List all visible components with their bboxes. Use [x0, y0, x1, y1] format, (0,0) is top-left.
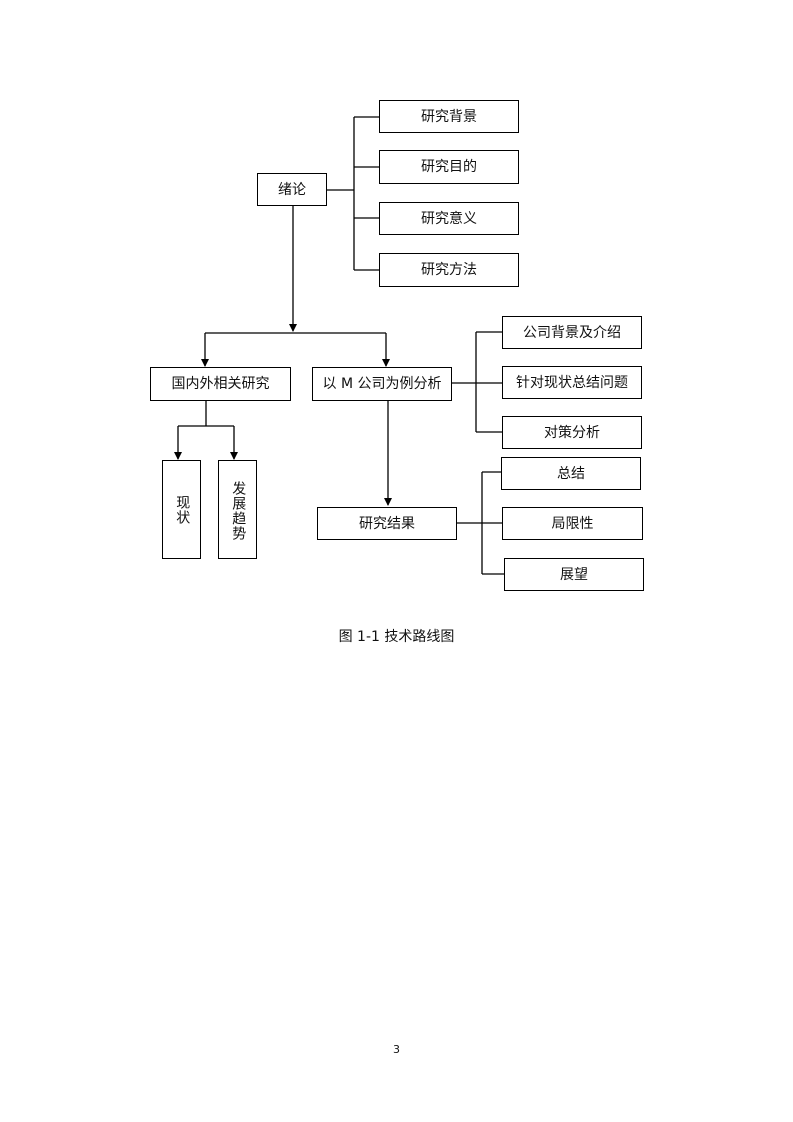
node-research-purpose: 研究目的: [379, 150, 519, 184]
node-m-company-analysis: 以 M 公司为例分析: [312, 367, 452, 401]
node-company-background: 公司背景及介绍: [502, 316, 642, 349]
node-development-trend-label: 发展趋势: [230, 481, 247, 541]
node-outlook: 展望: [504, 558, 644, 591]
page-number: 3: [393, 1043, 400, 1056]
node-summary: 总结: [501, 457, 641, 490]
node-domestic-foreign-research: 国内外相关研究: [150, 367, 291, 401]
node-current-status-label: 现状: [174, 495, 191, 525]
node-research-result: 研究结果: [317, 507, 457, 540]
node-research-method: 研究方法: [379, 253, 519, 287]
node-current-status: 现状: [162, 460, 201, 559]
node-research-background: 研究背景: [379, 100, 519, 133]
node-intro: 绪论: [257, 173, 327, 206]
node-limitations: 局限性: [502, 507, 643, 540]
figure-caption: 图 1-1 技术路线图: [338, 629, 455, 645]
node-countermeasure-analysis: 对策分析: [502, 416, 642, 449]
node-summarize-problems: 针对现状总结问题: [502, 366, 642, 399]
node-research-significance: 研究意义: [379, 202, 519, 235]
node-development-trend: 发展趋势: [218, 460, 257, 559]
